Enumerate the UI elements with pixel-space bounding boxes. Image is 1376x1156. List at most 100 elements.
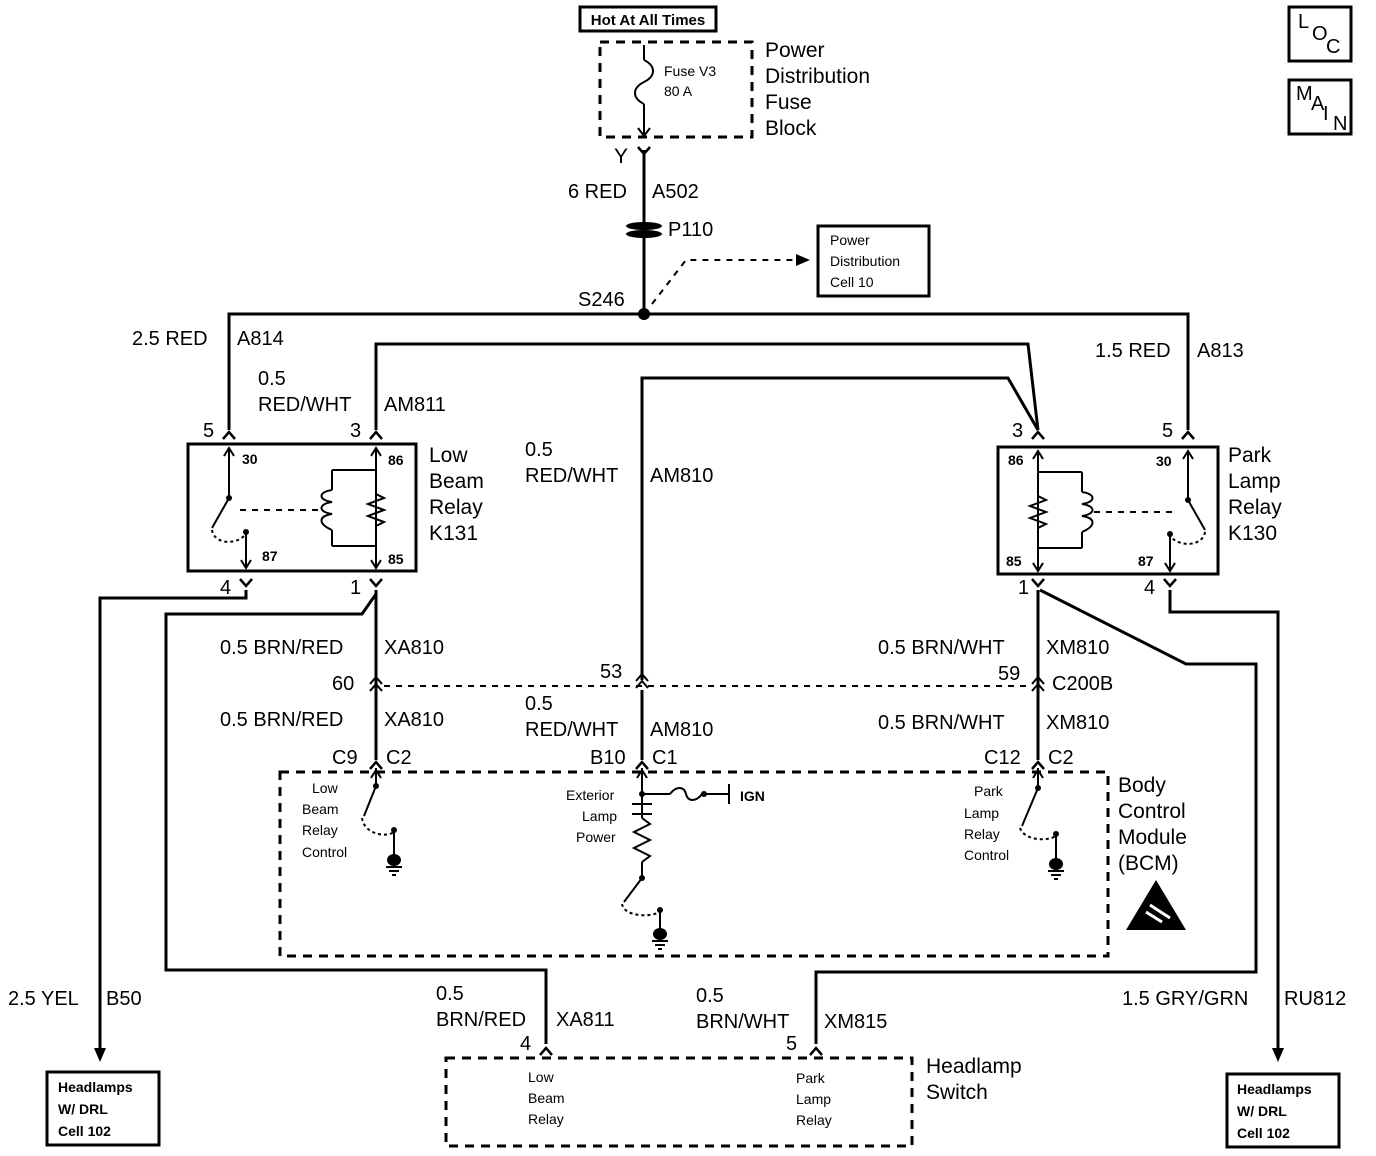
esd-warning-icon xyxy=(1126,880,1186,930)
svg-text:86: 86 xyxy=(388,452,404,468)
svg-text:XM815: XM815 xyxy=(824,1011,887,1033)
am810-wire xyxy=(640,376,1040,680)
svg-text:C2: C2 xyxy=(386,747,412,769)
svg-text:Relay: Relay xyxy=(528,1111,564,1127)
svg-text:C12: C12 xyxy=(984,747,1021,769)
svg-text:A: A xyxy=(1311,93,1325,115)
main-icon[interactable]: M A I N xyxy=(1287,78,1353,136)
svg-text:1.5 GRY/GRN: 1.5 GRY/GRN xyxy=(1122,988,1248,1010)
fuse-block: Fuse V3 80 A Power Distribution Fuse Blo… xyxy=(598,39,870,140)
svg-text:1.5 RED: 1.5 RED xyxy=(1095,340,1171,362)
headlamps-ref-left[interactable]: Headlamps W/ DRL Cell 102 xyxy=(45,1070,161,1147)
ru812-wire xyxy=(1168,590,1280,1052)
svg-text:0.5: 0.5 xyxy=(696,985,724,1007)
svg-text:C2: C2 xyxy=(1048,747,1074,769)
svg-text:2.5 RED: 2.5 RED xyxy=(132,328,208,350)
svg-text:(BCM): (BCM) xyxy=(1118,852,1179,875)
svg-text:5: 5 xyxy=(786,1033,797,1055)
p110-connector xyxy=(626,222,662,238)
loc-icon[interactable]: L O C xyxy=(1287,5,1353,63)
svg-text:85: 85 xyxy=(1006,553,1022,569)
svg-text:Low: Low xyxy=(528,1069,555,1085)
svg-text:BRN/RED: BRN/RED xyxy=(436,1009,526,1031)
svg-text:0.5 BRN/RED: 0.5 BRN/RED xyxy=(220,637,343,659)
svg-text:60: 60 xyxy=(332,673,354,695)
svg-text:Relay: Relay xyxy=(1228,496,1282,519)
svg-text:Park: Park xyxy=(974,783,1004,799)
power-distribution-ref[interactable]: Power Distribution Cell 10 xyxy=(816,224,931,298)
svg-text:Relay: Relay xyxy=(302,822,338,838)
svg-text:2.5 YEL: 2.5 YEL xyxy=(8,988,79,1010)
svg-text:A813: A813 xyxy=(1197,340,1244,362)
svg-text:Block: Block xyxy=(765,117,817,140)
svg-text:Beam: Beam xyxy=(302,801,339,817)
svg-text:XA811: XA811 xyxy=(556,1009,615,1031)
svg-text:P110: P110 xyxy=(668,219,713,241)
svg-text:Headlamps: Headlamps xyxy=(58,1079,133,1095)
svg-text:A502: A502 xyxy=(652,181,699,203)
svg-text:Switch: Switch xyxy=(926,1081,988,1104)
svg-text:Distribution: Distribution xyxy=(830,253,900,269)
svg-text:Park: Park xyxy=(796,1070,826,1086)
svg-text:6 RED: 6 RED xyxy=(568,181,627,203)
svg-text:IGN: IGN xyxy=(740,788,765,804)
svg-text:0.5 BRN/WHT: 0.5 BRN/WHT xyxy=(878,712,1005,734)
svg-text:Control: Control xyxy=(302,844,347,860)
svg-text:Lamp: Lamp xyxy=(582,808,617,824)
svg-text:Low: Low xyxy=(429,444,468,467)
svg-text:0.5: 0.5 xyxy=(525,693,553,715)
svg-text:AM811: AM811 xyxy=(384,394,446,416)
svg-text:3: 3 xyxy=(1012,420,1023,442)
svg-text:3: 3 xyxy=(350,420,361,442)
battery-bus xyxy=(227,312,1190,430)
svg-text:A814: A814 xyxy=(237,328,284,350)
svg-text:5: 5 xyxy=(1162,420,1173,442)
svg-text:30: 30 xyxy=(242,451,258,467)
svg-text:Lamp: Lamp xyxy=(964,805,999,821)
svg-text:Fuse V3: Fuse V3 xyxy=(664,63,716,79)
svg-text:4: 4 xyxy=(520,1033,531,1055)
svg-text:4: 4 xyxy=(220,577,231,599)
svg-text:Power: Power xyxy=(765,39,825,62)
svg-text:5: 5 xyxy=(203,420,214,442)
svg-text:85: 85 xyxy=(388,551,404,567)
svg-text:Park: Park xyxy=(1228,444,1272,467)
coil-supply-wire xyxy=(374,342,1040,431)
svg-text:Lamp: Lamp xyxy=(796,1091,831,1107)
headlamp-switch: 4 5 Low Beam Relay Park Lamp Relay Headl… xyxy=(444,1033,1022,1148)
svg-text:W/ DRL: W/ DRL xyxy=(58,1101,108,1117)
svg-text:Cell 10: Cell 10 xyxy=(830,274,874,290)
svg-text:Control: Control xyxy=(964,847,1009,863)
svg-text:XM810: XM810 xyxy=(1046,637,1109,659)
svg-text:80 A: 80 A xyxy=(664,83,693,99)
svg-text:53: 53 xyxy=(600,661,622,683)
svg-text:Distribution: Distribution xyxy=(765,65,870,88)
svg-text:0.5: 0.5 xyxy=(258,368,286,390)
svg-text:1: 1 xyxy=(1018,577,1029,599)
svg-text:Relay: Relay xyxy=(796,1112,832,1128)
svg-text:Control: Control xyxy=(1118,800,1186,823)
svg-text:B50: B50 xyxy=(106,988,142,1010)
hot-at-all-times-badge: Hot At All Times xyxy=(578,5,718,33)
svg-text:C9: C9 xyxy=(332,747,358,769)
svg-text:Relay: Relay xyxy=(429,496,483,519)
svg-text:30: 30 xyxy=(1156,453,1172,469)
svg-text:Exterior: Exterior xyxy=(566,787,615,803)
svg-text:W/ DRL: W/ DRL xyxy=(1237,1103,1287,1119)
svg-text:86: 86 xyxy=(1008,452,1024,468)
svg-text:Cell 102: Cell 102 xyxy=(1237,1125,1290,1141)
svg-text:Lamp: Lamp xyxy=(1228,470,1281,493)
svg-text:K130: K130 xyxy=(1228,522,1277,545)
svg-text:0.5: 0.5 xyxy=(525,439,553,461)
relay-coil-icon xyxy=(320,489,333,531)
headlamps-ref-right[interactable]: Headlamps W/ DRL Cell 102 xyxy=(1225,1072,1341,1149)
svg-text:1: 1 xyxy=(350,577,361,599)
resistor-icon xyxy=(365,493,387,527)
svg-text:RED/WHT: RED/WHT xyxy=(258,394,351,416)
fuse-icon xyxy=(634,59,654,105)
c200b-connector: 60 53 59 C200B xyxy=(332,661,1113,695)
xa811-wire xyxy=(164,593,548,1044)
svg-text:RED/WHT: RED/WHT xyxy=(525,719,618,741)
svg-text:N: N xyxy=(1333,113,1347,135)
svg-text:Beam: Beam xyxy=(429,470,484,493)
